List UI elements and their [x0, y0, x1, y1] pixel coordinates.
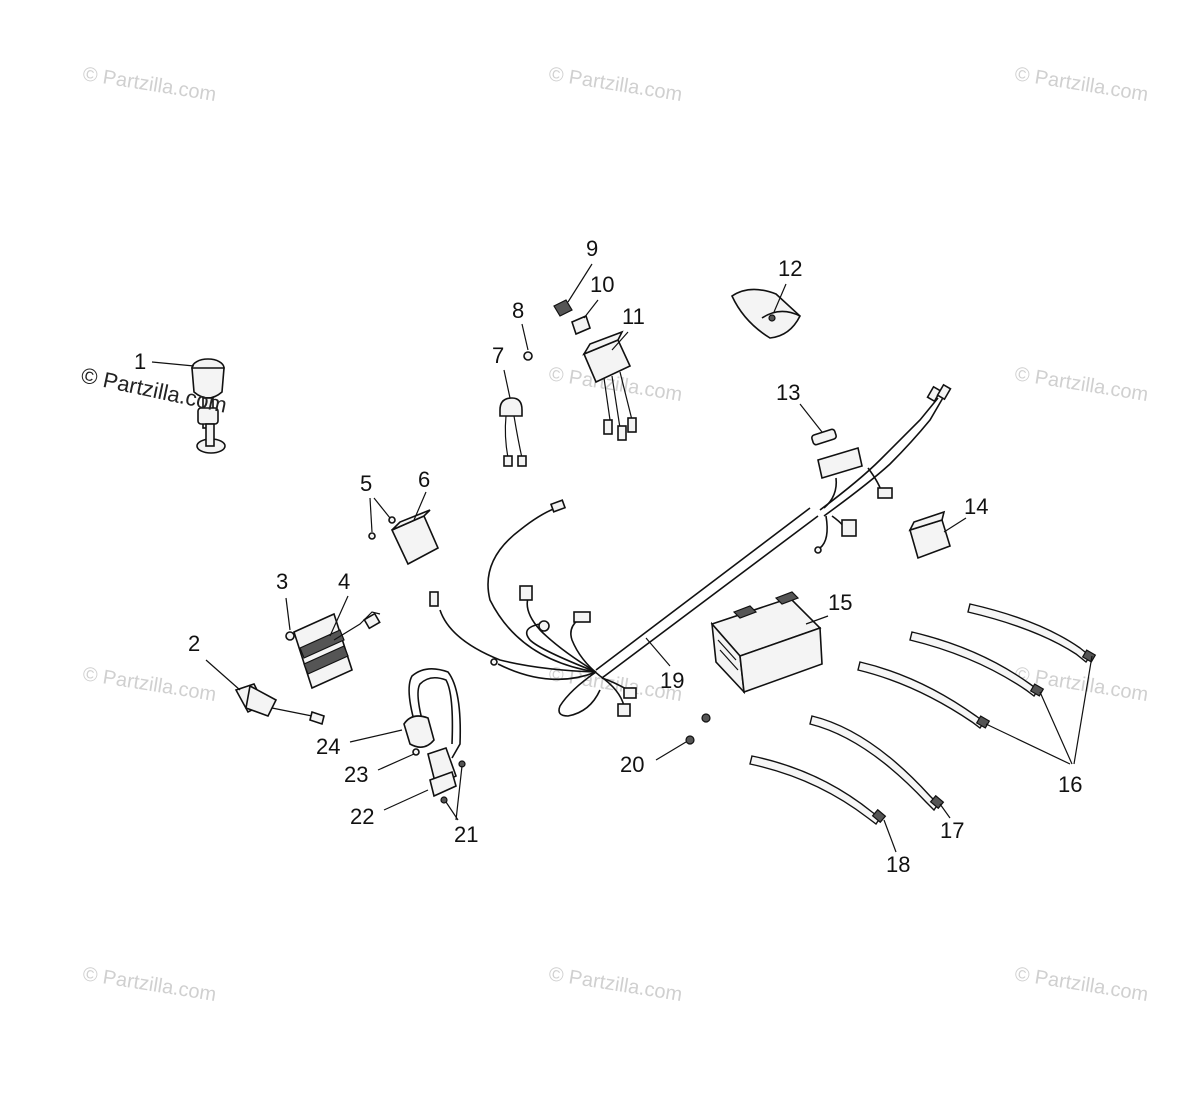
callout-22: 22 [350, 804, 374, 829]
part-16-17-18-straps [749, 603, 1097, 826]
part-4-regulator [285, 611, 381, 690]
watermark: © Partzilla.com [1013, 63, 1150, 106]
watermarks: © Partzilla.com © Partzilla.com © Partzi… [81, 63, 1150, 1006]
callouts: 1 2 3 4 5 6 7 8 9 10 11 12 13 14 15 16 1… [134, 236, 1082, 877]
callout-9: 9 [586, 236, 598, 261]
leader-lines [151, 263, 1093, 853]
part-14-relay [908, 510, 951, 560]
part-1-switch [191, 358, 226, 454]
callout-6: 6 [418, 467, 430, 492]
callout-2: 2 [188, 631, 200, 656]
callout-21: 21 [454, 822, 478, 847]
callout-24: 24 [316, 734, 340, 759]
watermark: © Partzilla.com [1013, 963, 1150, 1006]
part-22-ignition-coil [403, 668, 466, 804]
callout-23: 23 [344, 762, 368, 787]
callout-11: 11 [622, 304, 645, 329]
part-2-plug [234, 683, 325, 726]
callout-8: 8 [512, 298, 524, 323]
part-13-fuse [811, 428, 837, 446]
callout-7: 7 [492, 343, 504, 368]
callout-3: 3 [276, 569, 288, 594]
callout-1: 1 [134, 349, 146, 374]
callout-20: 20 [620, 752, 644, 777]
part-20-bolts [685, 713, 711, 745]
callout-17: 17 [940, 818, 964, 843]
callout-19: 19 [660, 668, 684, 693]
callout-18: 18 [886, 852, 910, 877]
callout-10: 10 [590, 272, 614, 297]
callout-16: 16 [1058, 772, 1082, 797]
part-19-wiring-harness [429, 383, 952, 717]
part-12-pouch [730, 288, 801, 339]
callout-13: 13 [776, 380, 800, 405]
part-15-battery [710, 591, 823, 695]
watermark: © Partzilla.com [547, 63, 684, 106]
callout-5: 5 [360, 471, 372, 496]
callout-12: 12 [778, 256, 802, 281]
part-6-cdi-box [368, 509, 440, 566]
callout-4: 4 [338, 569, 350, 594]
watermark: © Partzilla.com [81, 63, 218, 106]
watermark: © Partzilla.com [547, 963, 684, 1006]
part-8-grommet [523, 351, 533, 361]
watermark: © Partzilla.com [81, 963, 218, 1006]
part-11-relay [582, 330, 637, 441]
part-7-lamp [499, 397, 527, 467]
callout-15: 15 [828, 590, 852, 615]
callout-14: 14 [964, 494, 988, 519]
part-9-10-terminals [553, 299, 591, 336]
watermark: © Partzilla.com [1013, 363, 1150, 406]
watermark: © Partzilla.com [81, 663, 218, 706]
